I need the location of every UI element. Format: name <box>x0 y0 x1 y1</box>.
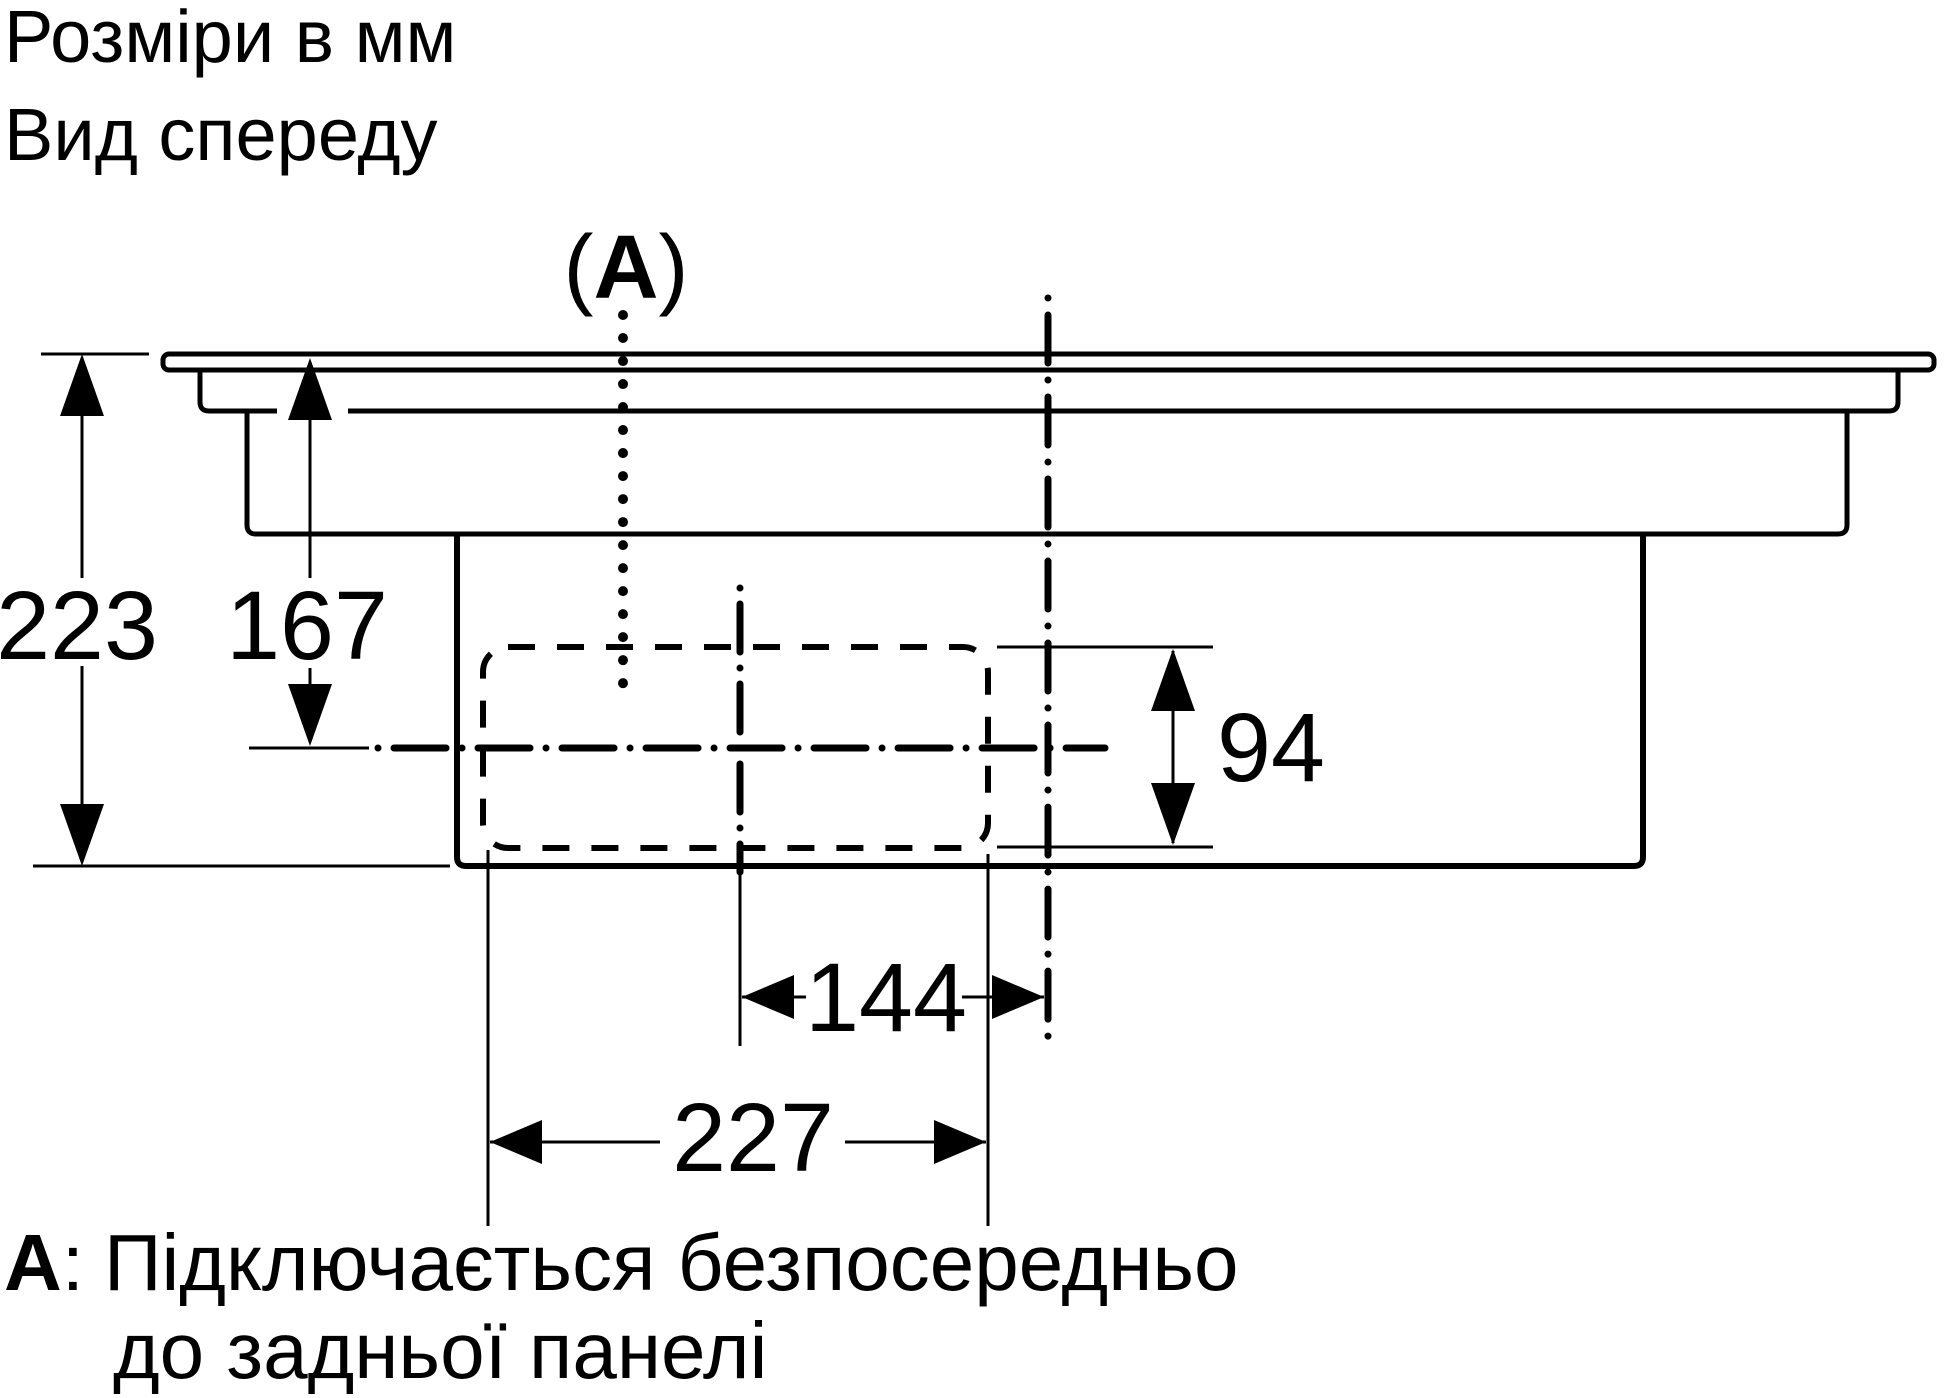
main-housing <box>244 412 1850 537</box>
dimension-94: 94 <box>997 645 1325 849</box>
dim-144-arrow-right <box>992 975 1044 1019</box>
upper-housing <box>197 370 1901 414</box>
reference-lines <box>249 294 1109 1046</box>
dim-94-label: 94 <box>1217 693 1325 802</box>
title-block: Розміри в мм Вид спереду <box>4 0 456 176</box>
footnote-line-2: до задньої панелі <box>113 1306 767 1395</box>
dim-223-arrow-up <box>60 354 104 416</box>
dimension-167: 167 <box>226 358 388 746</box>
dimension-144: 144 <box>742 943 1044 1052</box>
footnote: A:Підключається безпосередньо до задньої… <box>4 1218 1239 1395</box>
footnote-line-1: A:Підключається безпосередньо <box>4 1218 1239 1307</box>
dim-167-arrow-down <box>288 684 332 746</box>
connection-marker-open-paren: ( <box>564 218 594 318</box>
duct-box <box>454 534 1646 869</box>
dim-223-label: 223 <box>0 571 158 680</box>
dim-227-arrow-left <box>490 1120 542 1164</box>
footnote-text-1: Підключається безпосередньо <box>104 1218 1239 1307</box>
dim-227-arrow-right <box>934 1120 986 1164</box>
title-view-line: Вид спереду <box>4 93 438 176</box>
title-units-line: Розміри в мм <box>4 0 456 78</box>
dim-167-label: 167 <box>226 571 388 680</box>
dim-144-arrow-left <box>742 975 794 1019</box>
connection-marker-close-paren: ) <box>659 218 689 318</box>
dim-144-label: 144 <box>805 943 967 1052</box>
dim-223-arrow-down <box>60 804 104 866</box>
connection-marker-letter: A <box>594 218 659 318</box>
dim-94-arrow-up <box>1151 649 1195 711</box>
dim-167-arrow-up <box>288 358 332 420</box>
footnote-colon: : <box>62 1218 84 1307</box>
connection-marker: (A) <box>564 218 689 318</box>
dim-94-arrow-down <box>1151 783 1195 845</box>
dim-227-label: 227 <box>672 1083 834 1192</box>
connection-marker-label: (A) <box>564 218 689 318</box>
dimension-227: 227 <box>486 850 990 1226</box>
footnote-marker: A <box>4 1218 62 1307</box>
dimension-223: 223 <box>0 352 450 868</box>
